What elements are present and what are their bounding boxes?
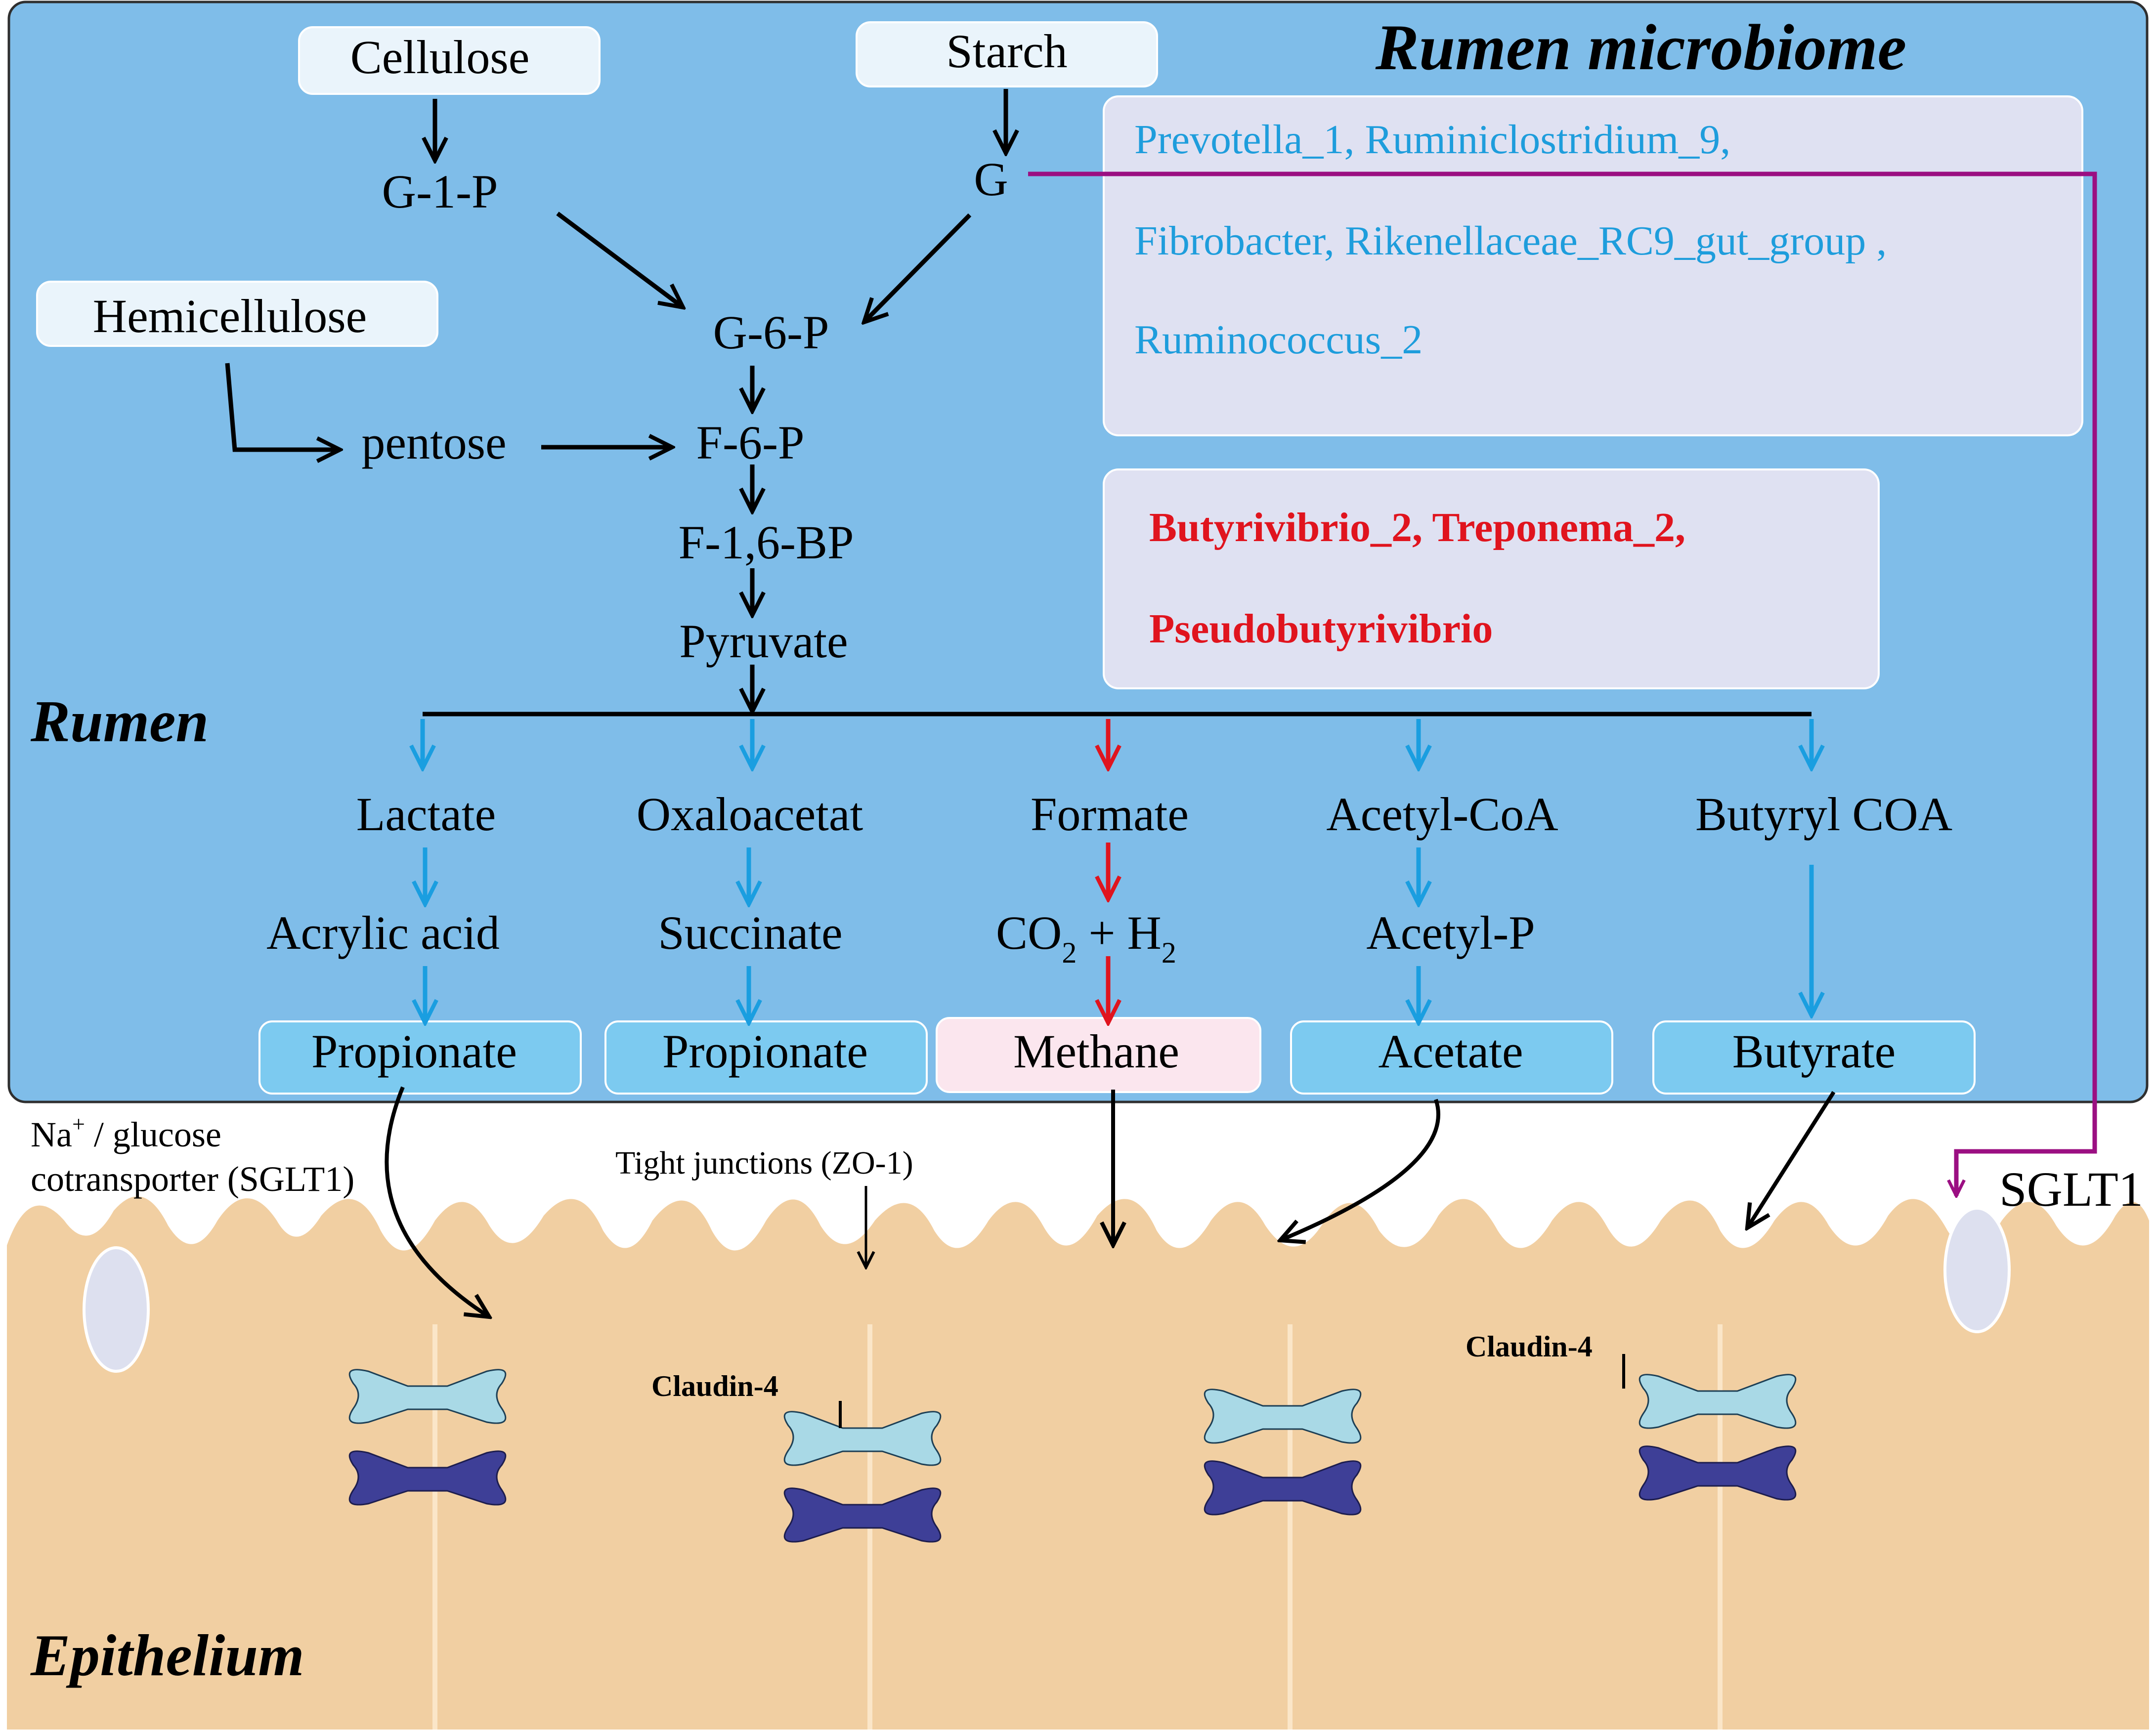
co2-text: CO [996,906,1062,959]
g-label: G [974,153,1008,206]
sglt1-caption-line-1: Na+ / glucose [31,1111,221,1154]
microbiome-title: Rumen microbiome [1375,11,1906,84]
tight-junction-label: Tight junctions (ZO-1) [615,1145,913,1181]
methane-label: Methane [1013,1025,1179,1078]
glycolysis-arrows [225,89,1811,717]
pentose-label: pentose [361,416,506,469]
taxa-increased-line-2: Fibrobacter, Rikenellaceae_RC9_gut_group… [1134,218,1887,264]
epithelium-panel [7,1324,2149,1730]
taxa-decreased-line-1: Butyrivibrio_2, Treponema_2, [1149,505,1685,550]
rumen-label: Rumen [30,688,209,754]
sglt1-transporter-left [83,1246,150,1373]
branch-arrows [423,719,1811,1023]
starch-box [856,21,1158,87]
claudin-label-a: Claudin-4 [651,1370,778,1402]
pyruvate-label: Pyruvate [679,615,848,668]
taxa-decreased-box [1103,468,1880,689]
co2-subscript: 2 [1062,936,1077,969]
taxa-increased-line-1: Prevotella_1, Ruminiclostridium_9, [1134,117,1730,163]
butyrate-box [1652,1020,1976,1095]
oxaloacetat-label: Oxaloacetat [637,788,863,841]
lactate-label: Lactate [356,788,496,841]
acetate-label: Acetate [1378,1025,1523,1078]
acrylic-acid-label: Acrylic acid [266,906,500,959]
na-superscript: + [72,1111,85,1137]
butyrate-label: Butyrate [1732,1025,1896,1078]
taxa-decreased-line-2: Pseudobutyrivibrio [1149,606,1493,652]
propionate-box-2 [604,1020,928,1095]
h2-subscript: 2 [1162,936,1176,969]
butyryl-coa-label: Butyryl COA [1695,788,1952,841]
glucose-text: / glucose [85,1115,221,1154]
cellulose-box [298,26,601,95]
acetyl-coa-label: Acetyl-CoA [1326,788,1558,841]
propionate-label-1: Propionate [311,1025,517,1078]
hemicellulose-box [36,281,438,347]
starch-label: Starch [946,25,1067,78]
cellulose-label: Cellulose [350,31,530,84]
propionate-label-2: Propionate [662,1025,868,1078]
acetyl-p-label: Acetyl-P [1366,906,1535,959]
g1p-label: G-1-P [382,165,498,218]
claudin-label-b: Claudin-4 [1466,1330,1593,1363]
taxa-increased-line-3: Ruminococcus_2 [1134,317,1423,363]
succinate-label: Succinate [658,906,842,959]
f16bp-label: F-1,6-BP [679,516,854,569]
g6p-label: G-6-P [713,306,829,359]
epithelium-label: Epithelium [30,1622,304,1688]
taxa-increased-box [1103,95,2083,436]
formate-label: Formate [1031,788,1189,841]
plus-h-text: + H [1077,906,1161,959]
sglt1-label: SGLT1 [1999,1162,2143,1217]
hemicellulose-label: Hemicellulose [93,290,367,342]
sglt1-transporter-right [1943,1207,2011,1333]
sglt1-caption-line-2: cotransporter (SGLT1) [31,1159,354,1199]
na-text: Na [31,1115,72,1154]
glucose-to-sglt1-arrow [1028,171,2097,1196]
acetate-box [1290,1020,1613,1095]
f6p-label: F-6-P [696,416,805,469]
co2-h2-label: CO2 + H2 [996,906,1176,969]
villi-edge [7,1196,2149,1329]
absorption-arrows [385,1086,1836,1317]
